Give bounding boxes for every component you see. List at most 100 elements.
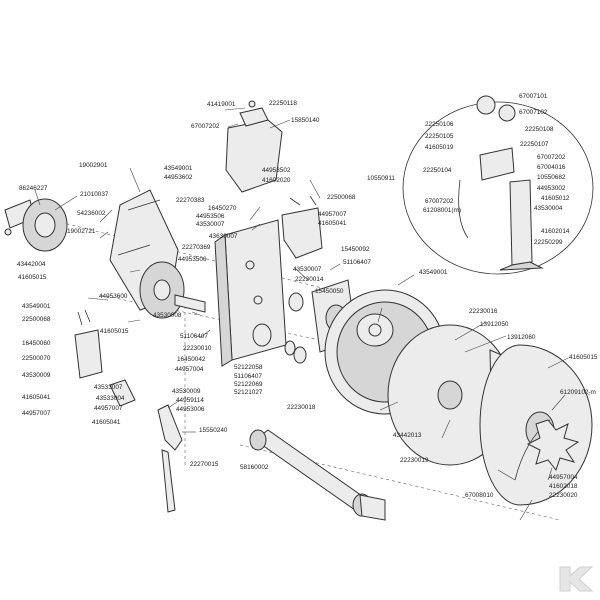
part-label: 22270369 xyxy=(182,244,211,251)
part-label: 41419001 xyxy=(207,101,236,108)
part-label: 15450092 xyxy=(341,246,370,253)
part-label: 51106407 xyxy=(234,373,262,380)
part-label: 44953602 xyxy=(164,174,193,181)
part-label: 61209102-m xyxy=(560,389,596,396)
part-label: 61208001(m) xyxy=(423,207,462,214)
part-label: 58160002 xyxy=(240,464,269,471)
part-label: 22500068 xyxy=(327,194,356,201)
part-label: 41605019 xyxy=(425,144,454,151)
part-label: 22250299 xyxy=(534,239,563,246)
part-label: 22230010 xyxy=(183,345,212,352)
gauge-mount-bracket xyxy=(499,179,544,271)
part-label: 22230016 xyxy=(469,308,498,315)
part-label: 67007202 xyxy=(537,154,566,161)
part-label: 22250106 xyxy=(425,121,454,128)
part-label: 19002901 xyxy=(79,162,108,169)
part-label: 41605041 xyxy=(22,394,51,401)
part-label: 67004016 xyxy=(537,164,566,171)
part-label: 43630007 xyxy=(209,233,238,240)
part-label: 67008010 xyxy=(465,492,494,499)
top-bracket xyxy=(225,100,283,193)
part-label: 22230019 xyxy=(400,457,429,464)
shaft-coupling xyxy=(4,198,68,252)
side-bracket xyxy=(281,195,323,259)
part-label: 16450270 xyxy=(208,205,237,212)
part-label: 44953506 xyxy=(196,213,225,220)
part-label: 22250118 xyxy=(269,100,297,107)
part-label: 15850140 xyxy=(291,117,320,124)
part-label: 16450060 xyxy=(22,340,51,347)
part-label: 22250104 xyxy=(423,167,452,174)
detail-callout-ellipse xyxy=(402,101,594,275)
part-label: 43533004 xyxy=(96,395,125,402)
pressure-gauges xyxy=(458,95,516,239)
part-label: 43549001 xyxy=(22,303,51,310)
part-label: 67007101 xyxy=(519,93,548,100)
part-label: 52122069 xyxy=(234,381,263,388)
part-label: 44953600 xyxy=(99,293,128,300)
part-label: 44957007 xyxy=(94,405,123,412)
part-label: 41605015 xyxy=(18,274,47,281)
left-support-bracket xyxy=(74,309,103,379)
part-label: 41605015 xyxy=(569,354,598,361)
part-label: 13912050 xyxy=(480,321,509,328)
part-label: 21010037 xyxy=(80,191,109,198)
part-label: 44957004 xyxy=(549,474,578,481)
part-label: 13912060 xyxy=(507,334,536,341)
part-label: 15550240 xyxy=(199,427,228,434)
part-label: 43530008 xyxy=(153,312,182,319)
part-label: 10550682 xyxy=(537,174,566,181)
part-label: 43549001 xyxy=(164,165,193,172)
part-label: 22230020 xyxy=(549,492,578,499)
part-label: 41605041 xyxy=(318,220,347,227)
part-label: 44953002 xyxy=(537,185,566,192)
part-label: 86246227 xyxy=(19,185,48,192)
part-label: 22500070 xyxy=(22,355,51,362)
part-label: 41602020 xyxy=(262,177,291,184)
part-label: 43530007 xyxy=(293,266,322,273)
part-label: 19002721 xyxy=(67,228,96,235)
part-label: 22270015 xyxy=(190,461,219,468)
part-label: 51106407 xyxy=(180,333,208,340)
belt-drive-arm xyxy=(109,189,206,319)
part-label: 52122058 xyxy=(234,364,263,371)
part-label: 67007102 xyxy=(519,109,548,116)
part-label: 22250108 xyxy=(525,126,554,133)
part-label: 67007202 xyxy=(425,198,454,205)
cardan-shaft xyxy=(249,429,386,521)
part-label: 52121027 xyxy=(234,389,263,396)
part-label: 22500068 xyxy=(22,316,51,323)
part-label: 41602018 xyxy=(549,483,578,490)
hand-lever xyxy=(109,379,183,513)
brand-logo xyxy=(559,566,594,592)
part-label: 44953006 xyxy=(176,406,205,413)
part-label: 44957007 xyxy=(318,211,347,218)
part-label: 22250107 xyxy=(520,141,549,148)
main-frame-plate xyxy=(214,219,287,367)
part-label: 43530004 xyxy=(534,205,563,212)
part-label: 43442013 xyxy=(393,432,422,439)
part-label: 43530009 xyxy=(22,372,51,379)
part-label: 22230014 xyxy=(295,276,324,283)
part-label: 43549001 xyxy=(419,269,448,276)
part-label: 22250105 xyxy=(425,133,454,140)
part-label: 16450042 xyxy=(177,356,206,363)
part-label: 44953502 xyxy=(262,167,291,174)
part-label: 10550911 xyxy=(367,175,395,182)
part-label: 43530007 xyxy=(196,221,225,228)
part-label: 44957007 xyxy=(22,410,51,417)
part-label: 54236002 xyxy=(77,210,106,217)
part-label: 44959114 xyxy=(176,397,204,404)
part-label: 15450050 xyxy=(315,288,344,295)
part-label: 41605012 xyxy=(541,195,570,202)
part-label: 43530009 xyxy=(172,388,201,395)
part-label: 41605015 xyxy=(100,328,129,335)
part-label: 67007202 xyxy=(191,123,220,130)
part-label: 22270383 xyxy=(176,197,205,204)
part-label: 43533007 xyxy=(94,384,123,391)
callout-leader-lines xyxy=(34,107,569,521)
part-label: 43442004 xyxy=(17,261,46,268)
part-label: 44953506 xyxy=(178,256,207,263)
